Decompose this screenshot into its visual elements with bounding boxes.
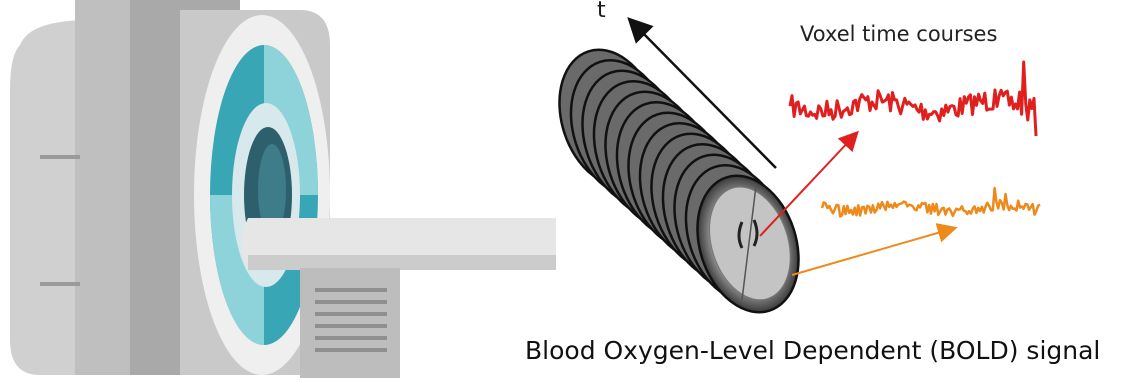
orange-time-course bbox=[822, 188, 1040, 216]
bold-signal-caption: Blood Oxygen-Level Dependent (BOLD) sign… bbox=[525, 336, 1100, 365]
red-time-course bbox=[790, 62, 1036, 136]
mri-scanner-icon bbox=[0, 0, 556, 380]
brain-slice-stack bbox=[543, 37, 816, 326]
orange-voxel-arrow bbox=[792, 230, 948, 275]
red-voxel-arrow bbox=[760, 138, 852, 236]
time-axis-label: t bbox=[597, 0, 606, 23]
voxel-time-courses-title: Voxel time courses bbox=[800, 22, 997, 46]
